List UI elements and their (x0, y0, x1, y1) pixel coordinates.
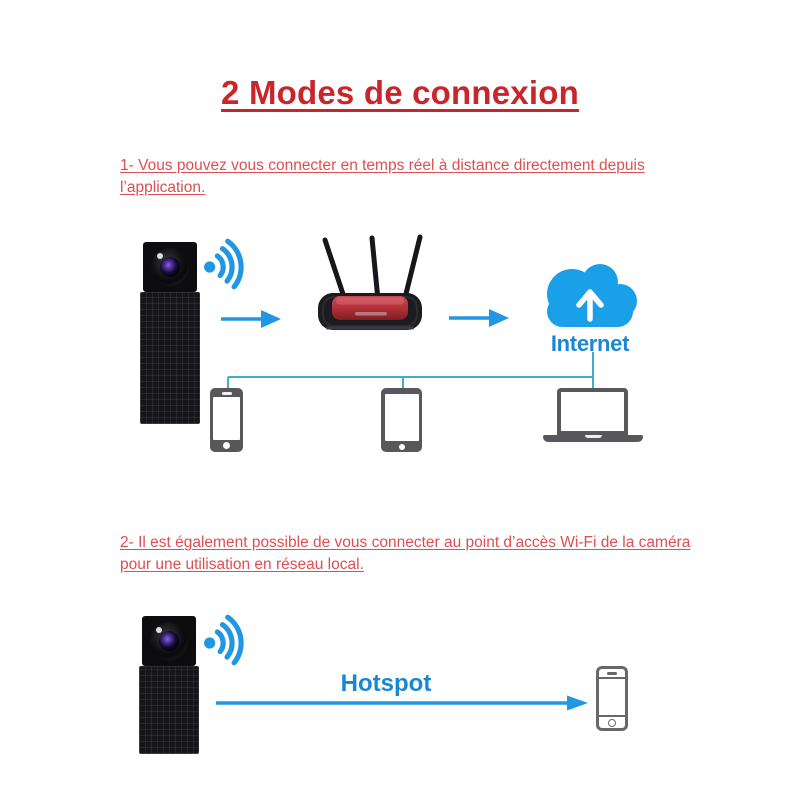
arrow-right-icon (221, 310, 281, 328)
hotspot-label: Hotspot (340, 670, 432, 697)
laptop-icon (543, 388, 643, 442)
spy-camera-icon (139, 616, 199, 754)
wifi-router-icon (318, 234, 423, 330)
camera-lens-icon (150, 622, 188, 660)
tablet-icon (381, 388, 422, 452)
arrow-right-icon (449, 309, 509, 327)
wifi-signal-icon (204, 238, 244, 290)
arrow-right-icon (216, 695, 588, 711)
wifi-signal-icon (204, 614, 244, 666)
phone-speaker (607, 672, 617, 675)
up-arrow-icon (576, 289, 604, 322)
description-line: 2- Il est également possible de vous con… (120, 534, 691, 551)
internet-cloud-icon (547, 264, 637, 327)
mode1-description: 1- Vous pouvez vous connecter en temps r… (120, 155, 720, 198)
tablet-home-button (398, 443, 405, 450)
smartphone-icon (596, 666, 628, 731)
internet-label: Internet (550, 331, 630, 356)
camera-body (140, 292, 200, 424)
laptop-notch (585, 435, 602, 438)
tablet-screen (384, 394, 419, 441)
network-connector-lines (227, 352, 594, 389)
description-line: 1- Vous pouvez vous connecter en temps r… (120, 157, 645, 174)
camera-head (142, 616, 196, 666)
router-antennas (322, 234, 423, 303)
description-line: pour une utilisation en réseau local. (120, 555, 364, 573)
camera-head (143, 242, 197, 292)
phone-screen (213, 397, 240, 440)
camera-lens-icon (151, 248, 189, 286)
phone-home-button (223, 442, 230, 449)
spy-camera-icon (140, 242, 200, 424)
camera-body (139, 666, 199, 754)
phone-speaker (221, 392, 232, 395)
description-line: l’application. (120, 178, 206, 196)
router-body (318, 293, 422, 330)
smartphone-icon (210, 388, 243, 452)
laptop-screen (557, 388, 628, 435)
mode2-description: 2- Il est également possible de vous con… (120, 532, 720, 575)
page-title: 2 Modes de connexion (221, 74, 579, 112)
laptop-base (543, 435, 643, 442)
phone-screen (598, 677, 626, 717)
phone-home-button (608, 718, 616, 727)
